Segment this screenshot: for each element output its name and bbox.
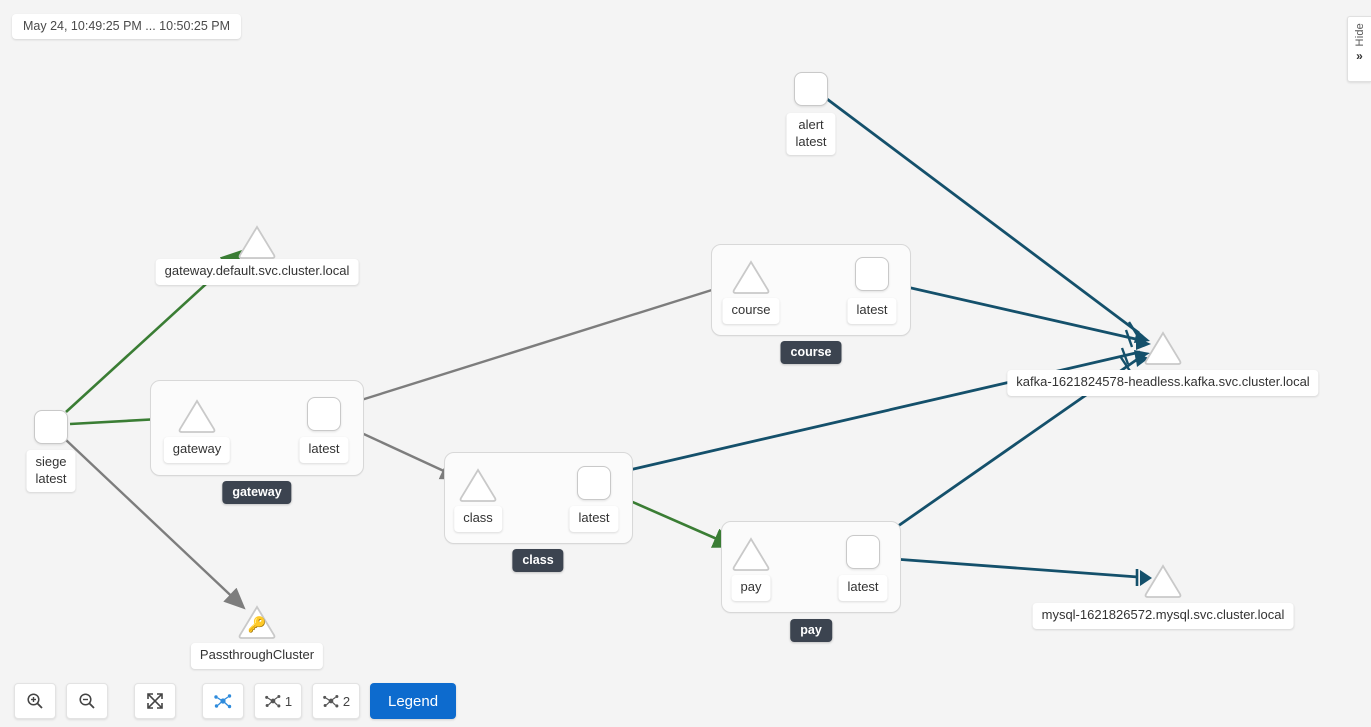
node-label-line1: latest bbox=[847, 579, 879, 594]
node-kafka-service[interactable] bbox=[1143, 330, 1183, 366]
node-label-mysql-service: mysql-1621826572.mysql.svc.cluster.local bbox=[1032, 603, 1294, 629]
node-label-alert: alert latest bbox=[786, 113, 836, 156]
node-label-gateway-service: gateway.default.svc.cluster.local bbox=[155, 259, 359, 285]
fit-to-screen-button[interactable] bbox=[134, 683, 176, 719]
app-node-shape bbox=[794, 72, 828, 106]
cluster-badge-pay: pay bbox=[790, 619, 832, 642]
edge-tick-pay-kafka bbox=[1119, 355, 1131, 372]
workload-node-shape bbox=[731, 259, 771, 295]
zoom-out-icon bbox=[79, 693, 95, 709]
topology-layout-icon bbox=[214, 694, 232, 709]
node-label-line1: pay bbox=[740, 579, 762, 594]
node-label-line1: latest bbox=[578, 510, 610, 525]
node-label-line1: gateway bbox=[172, 441, 222, 456]
node-label-passthrough-cluster: PassthroughCluster bbox=[190, 643, 324, 669]
chevron-double-right-icon: » bbox=[1356, 49, 1363, 64]
layout-one-button[interactable]: 1 bbox=[254, 683, 302, 719]
node-label-line1: latest bbox=[308, 441, 340, 456]
workload-node-shape bbox=[731, 536, 771, 572]
zoom-out-button[interactable] bbox=[66, 683, 108, 719]
node-label-course-latest: latest bbox=[847, 298, 897, 324]
node-label-gateway-workload: gateway bbox=[163, 437, 231, 463]
node-mysql-service[interactable] bbox=[1143, 563, 1183, 599]
app-node-shape bbox=[855, 257, 889, 291]
node-gateway-workload[interactable] bbox=[177, 398, 217, 434]
node-label-line1: siege bbox=[35, 454, 67, 469]
topology-layout-2-icon bbox=[323, 694, 339, 708]
edge-pay-latest-to-mysql bbox=[880, 556, 1139, 579]
zoom-in-icon bbox=[27, 693, 43, 709]
node-pay-latest[interactable] bbox=[846, 535, 880, 569]
cluster-badge-class: class bbox=[512, 549, 564, 572]
node-label-class-workload: class bbox=[454, 506, 502, 532]
edge-gateway-latest-to-course bbox=[341, 280, 735, 408]
edge-tick-class-kafka bbox=[1120, 347, 1130, 365]
app-node-shape bbox=[34, 410, 68, 444]
layout-one-label: 1 bbox=[284, 693, 293, 709]
topology-layout-1-icon bbox=[265, 694, 281, 708]
node-passthrough-cluster[interactable]: 🔑 bbox=[237, 604, 277, 640]
app-node-shape bbox=[846, 535, 880, 569]
layout-two-button[interactable]: 2 bbox=[312, 683, 360, 719]
app-node-shape bbox=[577, 466, 611, 500]
cluster-badge-gateway: gateway bbox=[222, 481, 292, 504]
node-label-line1: class bbox=[463, 510, 493, 525]
node-label-class-latest: latest bbox=[569, 506, 619, 532]
legend-button[interactable]: Legend bbox=[370, 683, 457, 719]
layout-two-label: 2 bbox=[342, 693, 351, 709]
node-label-line2: latest bbox=[35, 470, 67, 486]
node-class-workload[interactable] bbox=[458, 467, 498, 503]
node-course-latest[interactable] bbox=[855, 257, 889, 291]
node-label-siege: siege latest bbox=[26, 450, 76, 493]
node-label-pay-workload: pay bbox=[731, 575, 771, 601]
node-label-line1: course bbox=[731, 302, 771, 317]
node-label-course-workload: course bbox=[722, 298, 780, 324]
node-label-line2: latest bbox=[795, 133, 827, 149]
node-gateway-latest[interactable] bbox=[307, 397, 341, 431]
edge-tick-alert-kafka bbox=[1127, 321, 1141, 339]
node-alert[interactable] bbox=[794, 72, 828, 106]
node-label-kafka-service: kafka-1621824578-headless.kafka.svc.clus… bbox=[1007, 370, 1319, 396]
node-label-line1: PassthroughCluster bbox=[199, 647, 315, 662]
key-icon: 🔑 bbox=[247, 616, 267, 634]
time-range-label: May 24, 10:49:25 PM ... 10:50:25 PM bbox=[12, 14, 242, 39]
graph-toolbar: 1 2 Legend bbox=[14, 683, 457, 719]
node-label-gateway-latest: latest bbox=[299, 437, 349, 463]
node-siege[interactable] bbox=[34, 410, 68, 444]
node-label-pay-latest: latest bbox=[838, 575, 888, 601]
node-label-line1: mysql-1621826572.mysql.svc.cluster.local bbox=[1041, 607, 1285, 622]
workload-node-shape bbox=[177, 398, 217, 434]
edge-course-latest-to-kafka bbox=[888, 281, 1141, 342]
cluster-badge-course: course bbox=[780, 341, 842, 364]
hide-panel-tab[interactable]: Hide » bbox=[1347, 16, 1371, 82]
service-node-shape bbox=[237, 224, 277, 260]
node-class-latest[interactable] bbox=[577, 466, 611, 500]
service-node-shape bbox=[1143, 563, 1183, 599]
node-gateway-service[interactable] bbox=[237, 224, 277, 260]
node-label-line1: kafka-1621824578-headless.kafka.svc.clus… bbox=[1016, 374, 1310, 389]
hide-panel-label: Hide bbox=[1353, 23, 1366, 47]
zoom-in-button[interactable] bbox=[14, 683, 56, 719]
node-pay-workload[interactable] bbox=[731, 536, 771, 572]
node-label-line1: alert bbox=[798, 117, 824, 132]
service-node-shape bbox=[1143, 330, 1183, 366]
node-course-workload[interactable] bbox=[731, 259, 771, 295]
edge-tick-course-kafka bbox=[1124, 329, 1134, 348]
node-label-line1: gateway.default.svc.cluster.local bbox=[164, 263, 350, 278]
workload-node-shape bbox=[458, 467, 498, 503]
app-node-shape bbox=[307, 397, 341, 431]
expand-arrows-icon bbox=[147, 693, 163, 709]
node-label-line1: latest bbox=[856, 302, 888, 317]
service-node-shape: 🔑 bbox=[237, 604, 277, 640]
layout-default-button[interactable] bbox=[202, 683, 244, 719]
